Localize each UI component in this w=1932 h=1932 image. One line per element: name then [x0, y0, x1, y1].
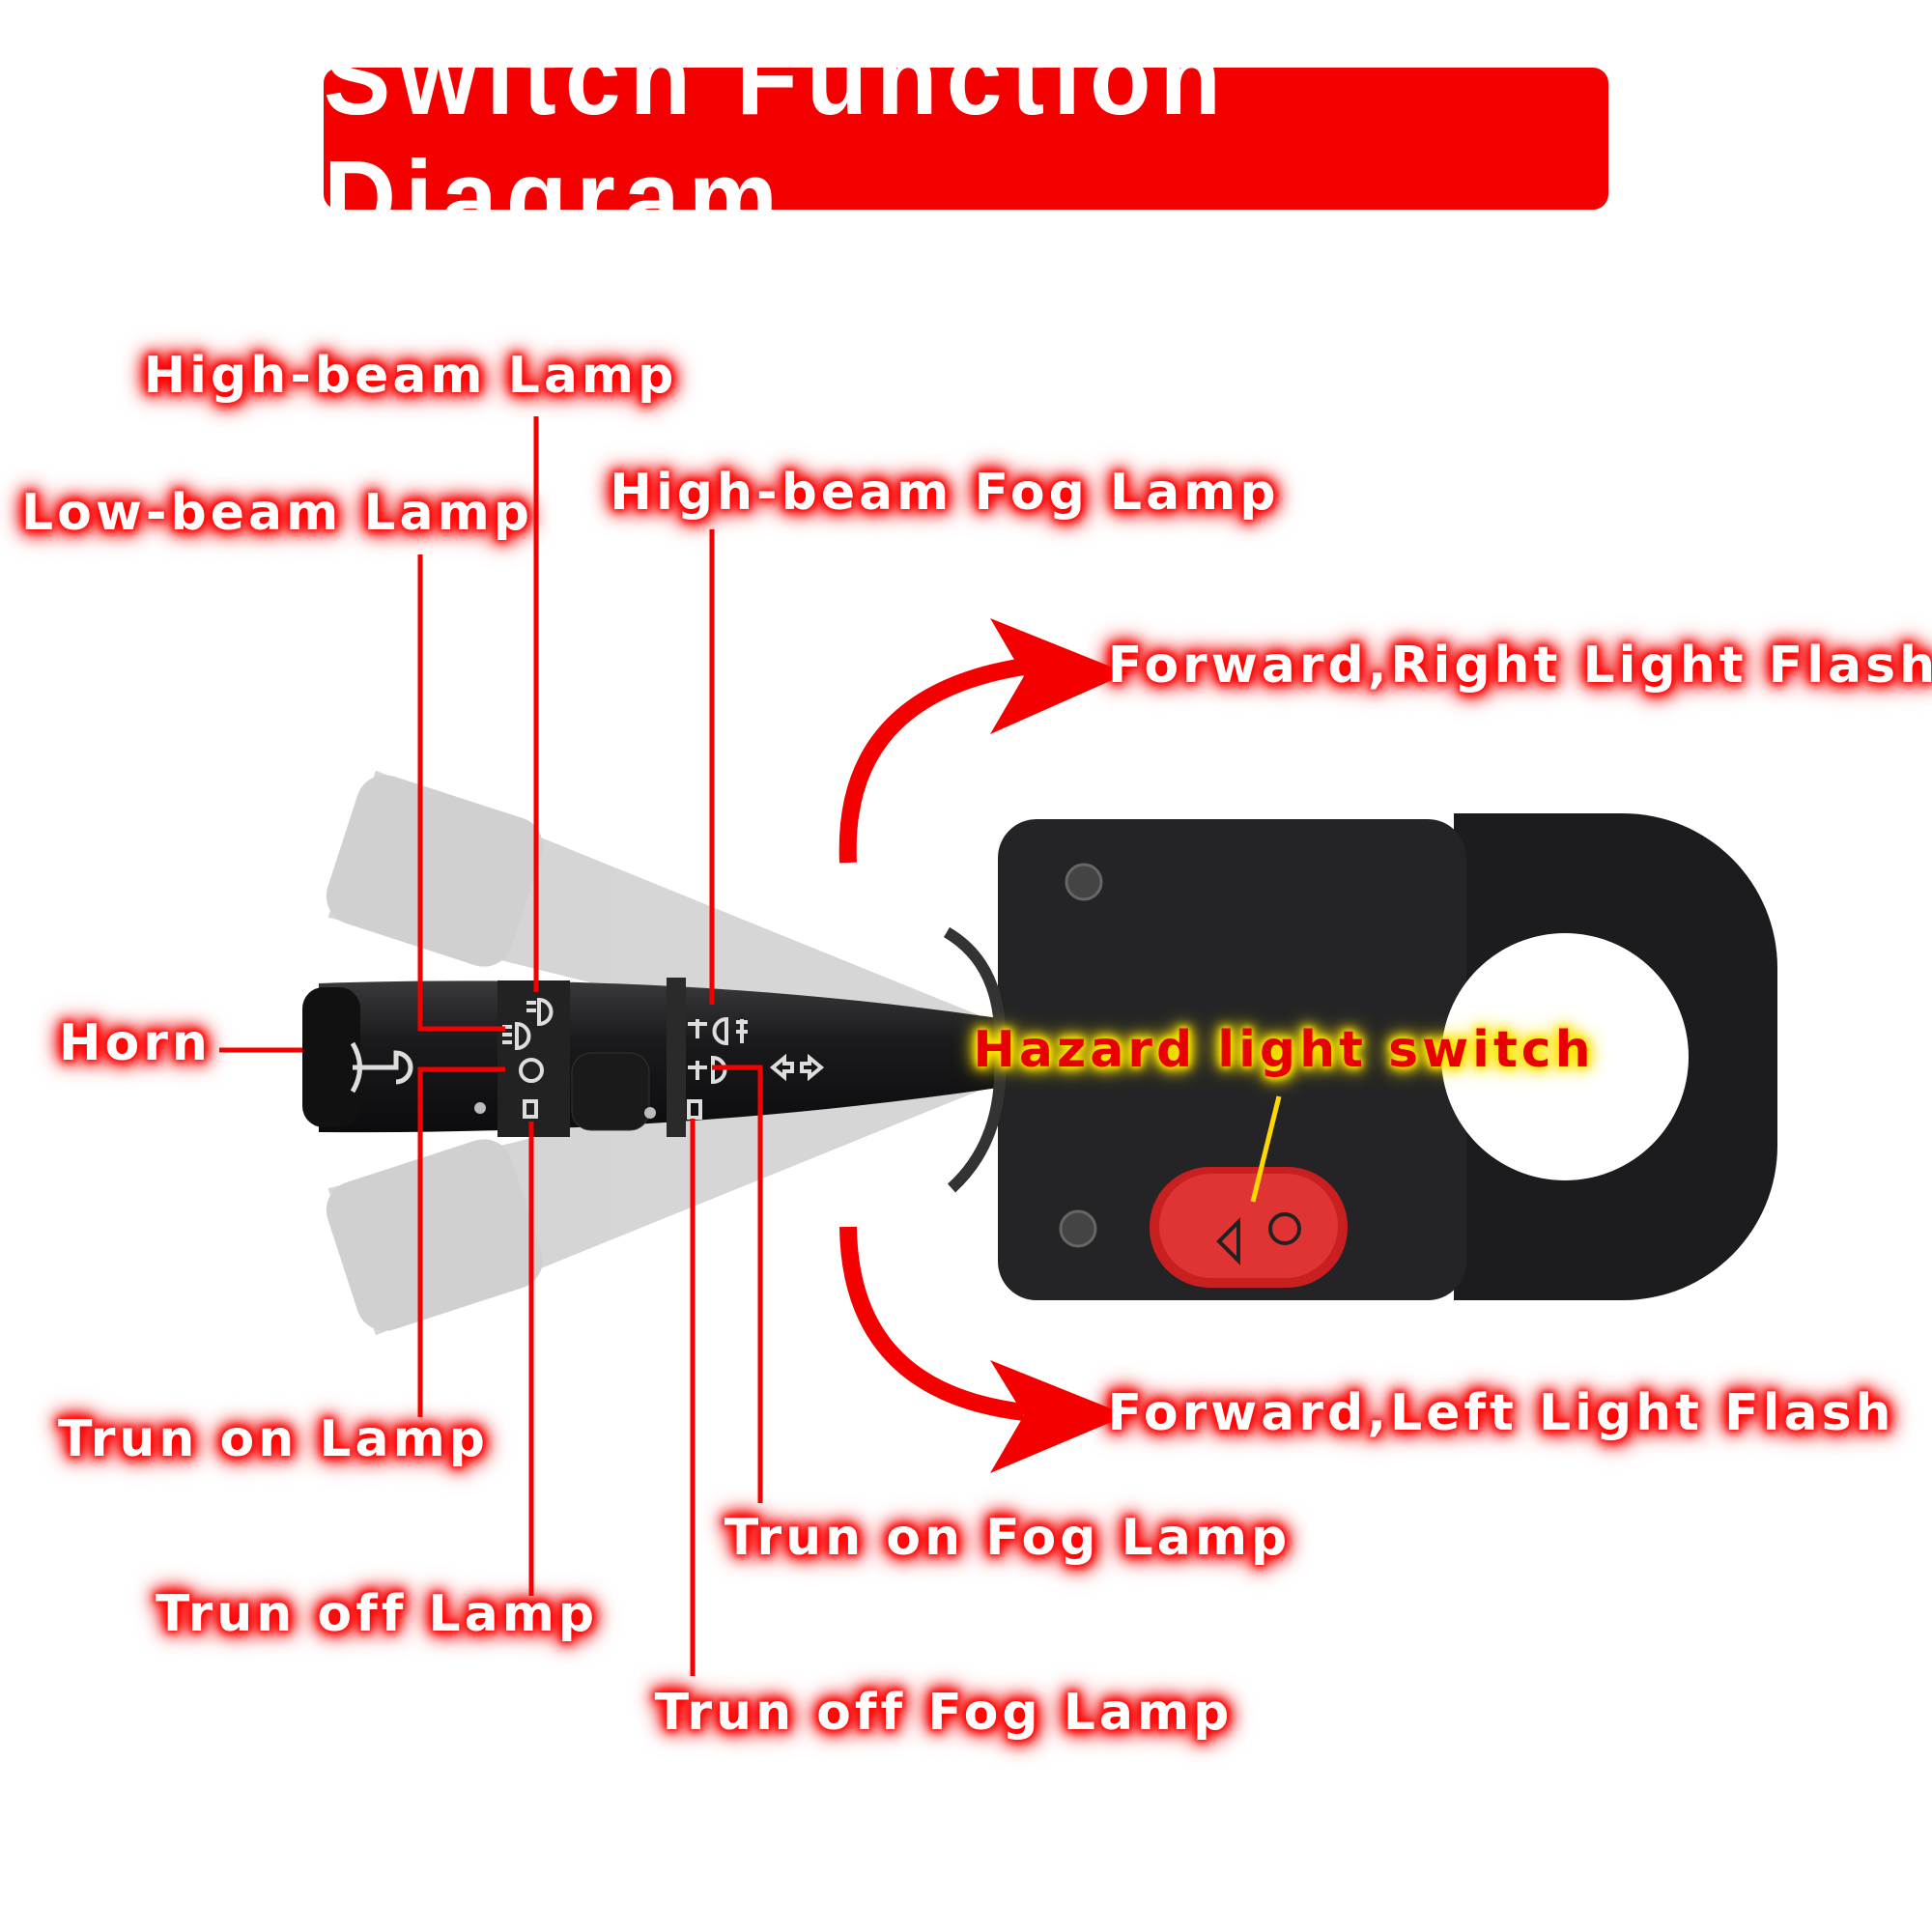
- lamp-icons: [502, 997, 825, 1120]
- label-high-beam-lamp: High-beam Lamp: [143, 347, 678, 405]
- switch-housing: [943, 813, 1777, 1300]
- label-hazard-light-switch: Hazard light switch: [973, 1021, 1595, 1079]
- label-horn: Horn: [59, 1014, 212, 1072]
- label-turn-on-lamp: Trun on Lamp: [57, 1410, 490, 1468]
- screw-icon: [1065, 863, 1103, 901]
- title-banner: Switch Function Diagram: [324, 19, 1608, 257]
- horn-icon: [350, 1041, 413, 1094]
- page-title: Switch Function Diagram: [324, 18, 1231, 258]
- turn-signal-stalk: [302, 978, 1005, 1137]
- label-low-beam-lamp: Low-beam Lamp: [21, 484, 533, 542]
- label-turn-off-fog-lamp: Trun off Fog Lamp: [654, 1684, 1234, 1742]
- hazard-button[interactable]: [1150, 1167, 1348, 1288]
- label-turn-on-fog-lamp: Trun on Fog Lamp: [724, 1509, 1292, 1567]
- label-turn-off-lamp: Trun off Lamp: [155, 1585, 599, 1643]
- label-forward-right-flash: Forward,Right Light Flash: [1107, 637, 1932, 695]
- arrow-forward-left: [839, 1226, 1127, 1473]
- label-forward-left-flash: Forward,Left Light Flash: [1107, 1384, 1895, 1442]
- label-high-beam-fog-lamp: High-beam Fog Lamp: [610, 464, 1280, 522]
- screw-icon: [1059, 1209, 1097, 1248]
- leader-lines: [219, 416, 1282, 1676]
- arrow-forward-right: [838, 618, 1127, 864]
